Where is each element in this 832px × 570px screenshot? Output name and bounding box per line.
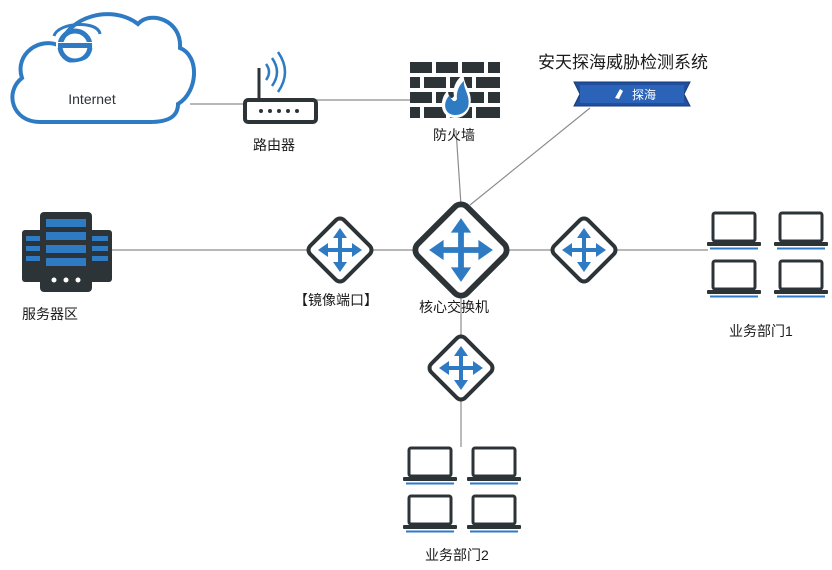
core-switch-icon (412, 201, 510, 299)
server-zone-label: 服务器区 (22, 306, 78, 322)
internet-cloud (10, 12, 196, 124)
firewall-icon (410, 62, 500, 118)
laptop-icon (705, 211, 763, 250)
mirror-switch-icon (304, 214, 376, 286)
wifi-router-icon (243, 51, 318, 124)
router-label: 路由器 (253, 137, 295, 153)
ie-browser-icon (52, 22, 102, 66)
dept1-switch-icon (548, 214, 620, 286)
appliance-badge: 探海 (632, 87, 656, 102)
laptop-icon (772, 259, 830, 298)
dept1-label: 业务部门1 (729, 323, 793, 339)
laptop-icon (705, 259, 763, 298)
laptop-icon (465, 494, 523, 533)
mirror-port-label: 【镜像端口】 (294, 292, 378, 308)
connection-lines (112, 99, 708, 447)
laptop-icon (401, 494, 459, 533)
laptop-icon (465, 446, 523, 485)
link-sensor-core (469, 107, 591, 206)
laptop-icon (401, 446, 459, 485)
core-switch-label: 核心交换机 (419, 299, 489, 315)
laptop-icon (772, 211, 830, 250)
internet-label: Internet (68, 91, 116, 107)
link-firewall-core (455, 129, 462, 206)
dept2-label: 业务部门2 (425, 547, 489, 563)
dept2-switch-icon (425, 332, 497, 404)
appliance-icon (573, 81, 691, 107)
sensor-label: 安天探海威胁检测系统 (538, 53, 708, 72)
firewall-label: 防火墙 (433, 127, 475, 143)
dept2-laptop-group (401, 446, 523, 533)
dept1-laptop-group (705, 211, 830, 298)
server-rack-icon (22, 212, 112, 292)
